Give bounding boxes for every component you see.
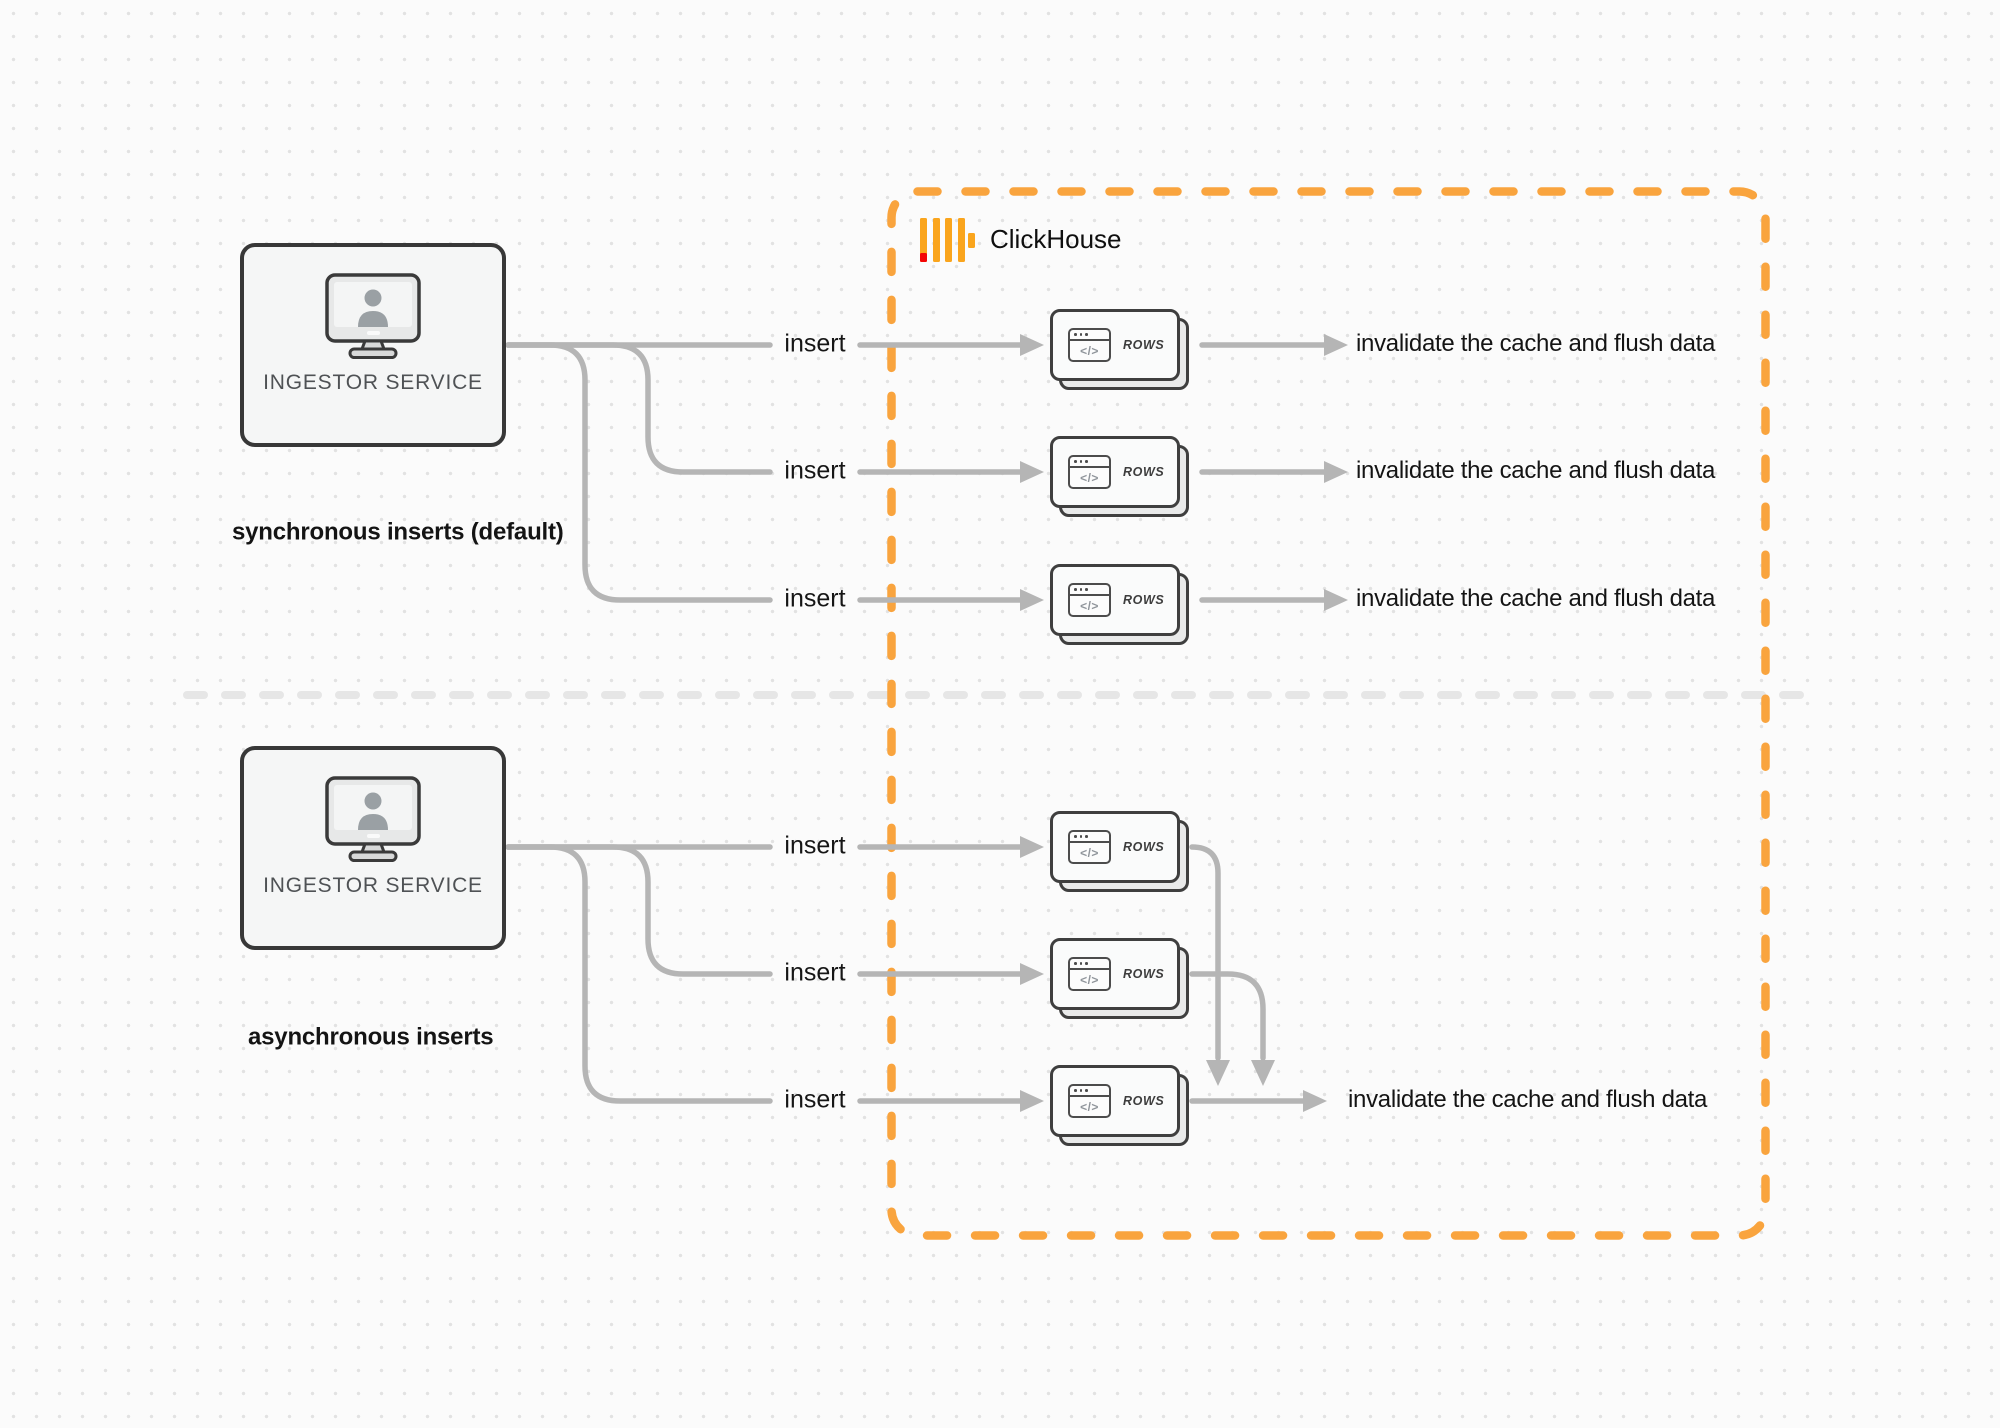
async-insert-label-3: insert	[784, 1085, 846, 1114]
code-window-icon: </>	[1068, 583, 1111, 617]
code-window-icon: </>	[1068, 328, 1111, 362]
sync-branch-row3	[505, 342, 773, 603]
code-window-icon: </>	[1068, 957, 1111, 991]
rows-label: ROWS	[1123, 465, 1165, 479]
async-insert-label-2: insert	[784, 958, 846, 987]
sync-ingestor-service-box: INGESTOR SERVICE	[240, 243, 506, 447]
sync-insert-label-3: insert	[784, 584, 846, 613]
async-rows-card-2: </> ROWS	[1050, 938, 1190, 1020]
async-insert-label-1: insert	[784, 831, 846, 860]
async-drop-row1	[1189, 844, 1221, 1061]
service-label: INGESTOR SERVICE	[263, 874, 483, 897]
rows-label: ROWS	[1123, 338, 1165, 352]
clickhouse-logo-icon	[920, 218, 976, 262]
code-window-icon: </>	[1068, 1084, 1111, 1118]
async-result-label: invalidate the cache and flush data	[1348, 1085, 1708, 1113]
async-ingestor-service-box: INGESTOR SERVICE	[240, 746, 506, 950]
code-window-icon: </>	[1068, 830, 1111, 864]
async-rows-card-1: </> ROWS	[1050, 811, 1190, 893]
clickhouse-logo-red-accent	[920, 253, 927, 262]
sync-result-label-2: invalidate the cache and flush data	[1356, 456, 1716, 484]
sync-rows-card-2: </> ROWS	[1050, 436, 1190, 518]
async-rows-card-3: </> ROWS	[1050, 1065, 1190, 1147]
monitor-user-icon	[325, 273, 421, 359]
sync-insert-label-1: insert	[784, 329, 846, 358]
async-branch-row3	[505, 844, 773, 1104]
async-section-title: asynchronous inserts	[248, 1023, 494, 1051]
async-drop-row2	[1189, 971, 1266, 1061]
sync-branch-row2	[505, 342, 773, 475]
rows-label: ROWS	[1123, 967, 1165, 981]
rows-label: ROWS	[1123, 1094, 1165, 1108]
service-label: INGESTOR SERVICE	[263, 371, 483, 394]
code-window-icon: </>	[1068, 455, 1111, 489]
monitor-user-icon	[325, 776, 421, 862]
clickhouse-brand-label: ClickHouse	[990, 223, 1122, 254]
rows-label: ROWS	[1123, 840, 1165, 854]
sync-rows-card-1: </> ROWS	[1050, 309, 1190, 391]
sync-result-label-1: invalidate the cache and flush data	[1356, 329, 1716, 357]
sync-rows-card-3: </> ROWS	[1050, 564, 1190, 646]
async-branch-row2	[505, 844, 773, 977]
rows-label: ROWS	[1123, 593, 1165, 607]
clickhouse-boundary-border	[887, 187, 1770, 1240]
sync-result-label-3: invalidate the cache and flush data	[1356, 584, 1716, 612]
sync-section-title: synchronous inserts (default)	[232, 518, 564, 546]
arrowheads	[1020, 334, 1348, 1112]
sync-insert-label-2: insert	[784, 456, 846, 485]
